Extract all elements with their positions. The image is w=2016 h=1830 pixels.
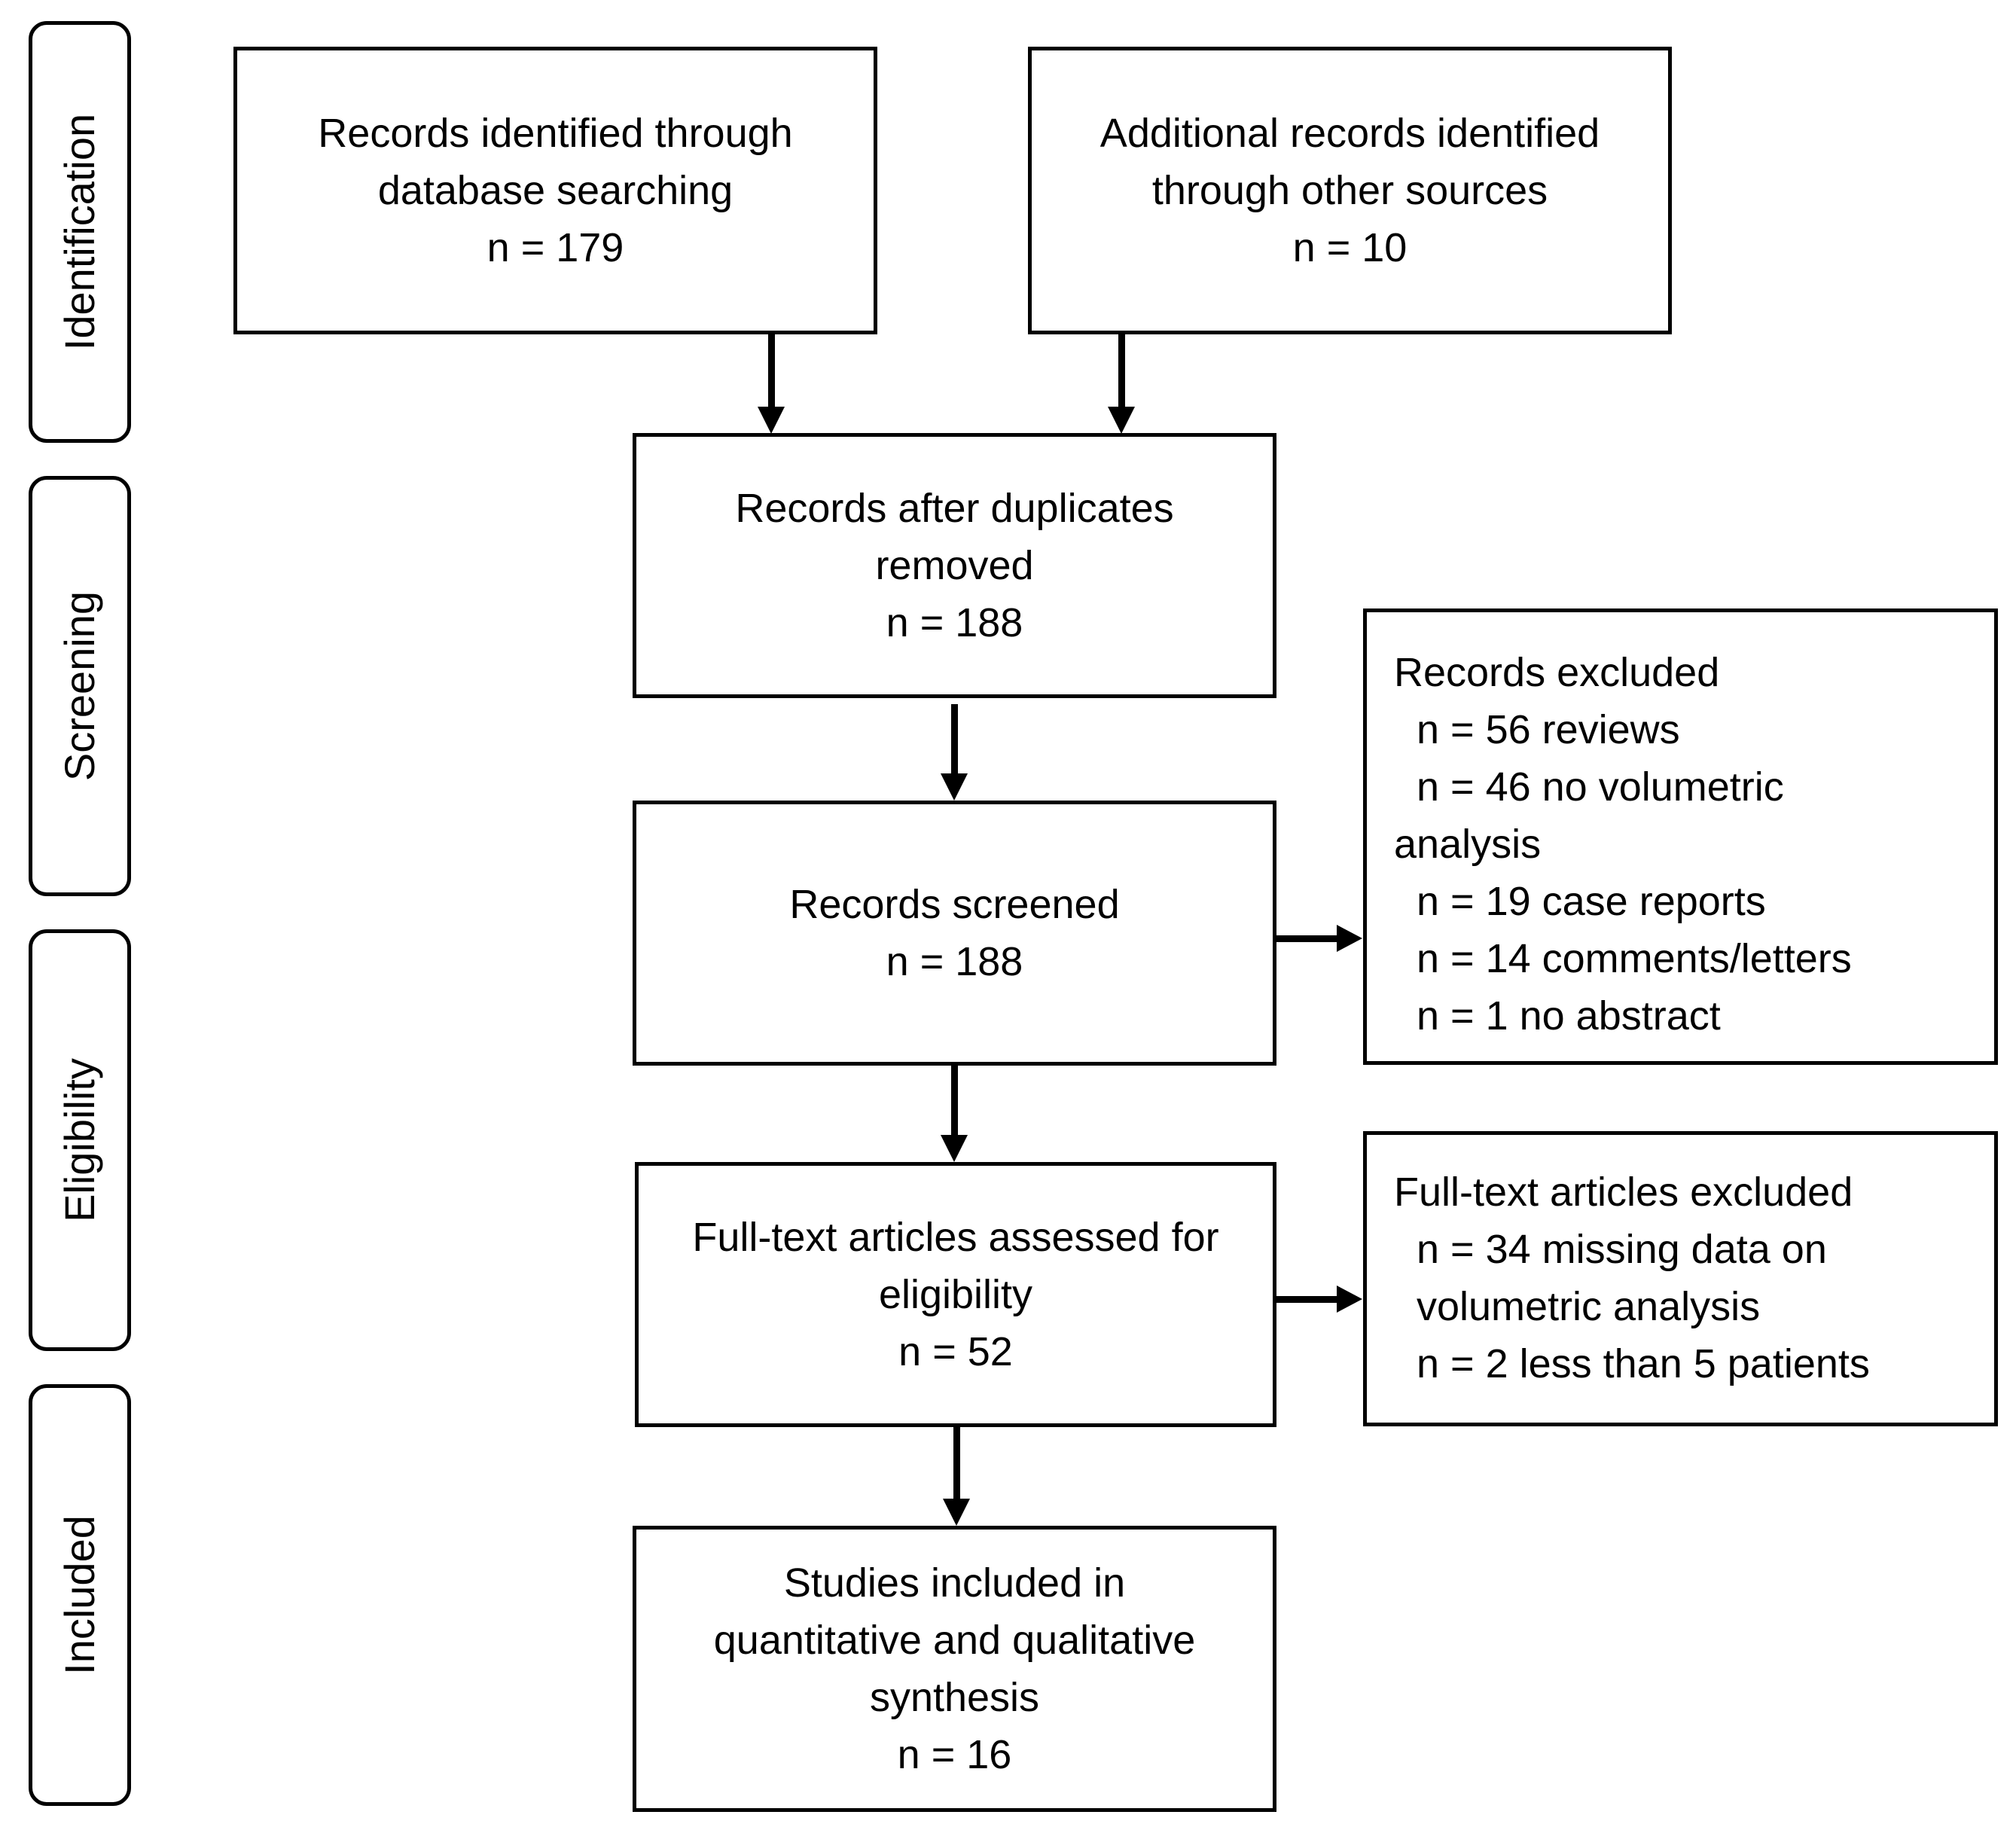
box-title: Records excluded	[1394, 650, 1720, 695]
exclusion-item: n = 46 no volumetric	[1417, 764, 1784, 810]
exclusion-item: analysis	[1394, 822, 1542, 867]
box-other-sources: Additional records identified through ot…	[1028, 47, 1672, 334]
phase-eligibility: Eligibility	[29, 929, 131, 1351]
phase-screening: Screening	[29, 476, 131, 896]
exclusion-item: n = 19 case reports	[1417, 879, 1766, 924]
box-text-line: synthesis	[869, 1675, 1040, 1720]
box-text-line: eligibility	[878, 1272, 1033, 1317]
box-after-duplicates: Records after duplicates removed n = 188	[633, 433, 1276, 698]
box-text-line: through other sources	[1151, 168, 1548, 213]
box-text-line: Full-text articles assessed for	[692, 1215, 1219, 1260]
box-count: n = 179	[486, 225, 624, 270]
box-studies-included: Studies included in quantitative and qua…	[633, 1526, 1276, 1812]
exclusion-item: n = 34 missing data on	[1417, 1227, 1827, 1272]
box-text-line: Studies included in	[783, 1560, 1126, 1606]
box-text-line: Records screened	[789, 882, 1120, 927]
box-text-line: quantitative and qualitative	[713, 1618, 1196, 1663]
phase-eligibility-label: Eligibility	[56, 1058, 103, 1222]
box-text-line: Additional records identified	[1099, 111, 1600, 156]
exclusion-item: n = 14 comments/letters	[1417, 936, 1852, 981]
exclusion-item: n = 56 reviews	[1417, 707, 1680, 752]
phase-included: Included	[29, 1384, 131, 1806]
box-text-line: Records after duplicates	[735, 486, 1174, 531]
box-text-line: database searching	[377, 168, 734, 213]
phase-included-label: Included	[56, 1515, 103, 1675]
box-fulltext-excluded: Full-text articles excluded n = 34 missi…	[1363, 1131, 1998, 1426]
box-fulltext-assessed: Full-text articles assessed for eligibil…	[635, 1162, 1276, 1427]
box-text-line: removed	[875, 543, 1034, 588]
box-records-excluded: Records excluded n = 56 reviews n = 46 n…	[1363, 608, 1998, 1065]
phase-identification: Identification	[29, 21, 131, 443]
exclusion-item: n = 1 no abstract	[1417, 993, 1721, 1039]
box-count: n = 188	[886, 600, 1023, 645]
exclusion-item: n = 2 less than 5 patients	[1417, 1341, 1870, 1386]
phase-screening-label: Screening	[56, 590, 103, 782]
phase-identification-label: Identification	[56, 113, 103, 351]
box-records-screened: Records screened n = 188	[633, 801, 1276, 1066]
box-count: n = 52	[898, 1329, 1013, 1374]
exclusion-item: volumetric analysis	[1417, 1284, 1761, 1329]
box-title: Full-text articles excluded	[1394, 1170, 1853, 1215]
box-text-line: Records identified through	[318, 111, 793, 156]
box-count: n = 10	[1292, 225, 1408, 270]
box-count: n = 188	[886, 939, 1023, 984]
box-count: n = 16	[897, 1732, 1012, 1777]
box-database-records: Records identified through database sear…	[233, 47, 877, 334]
